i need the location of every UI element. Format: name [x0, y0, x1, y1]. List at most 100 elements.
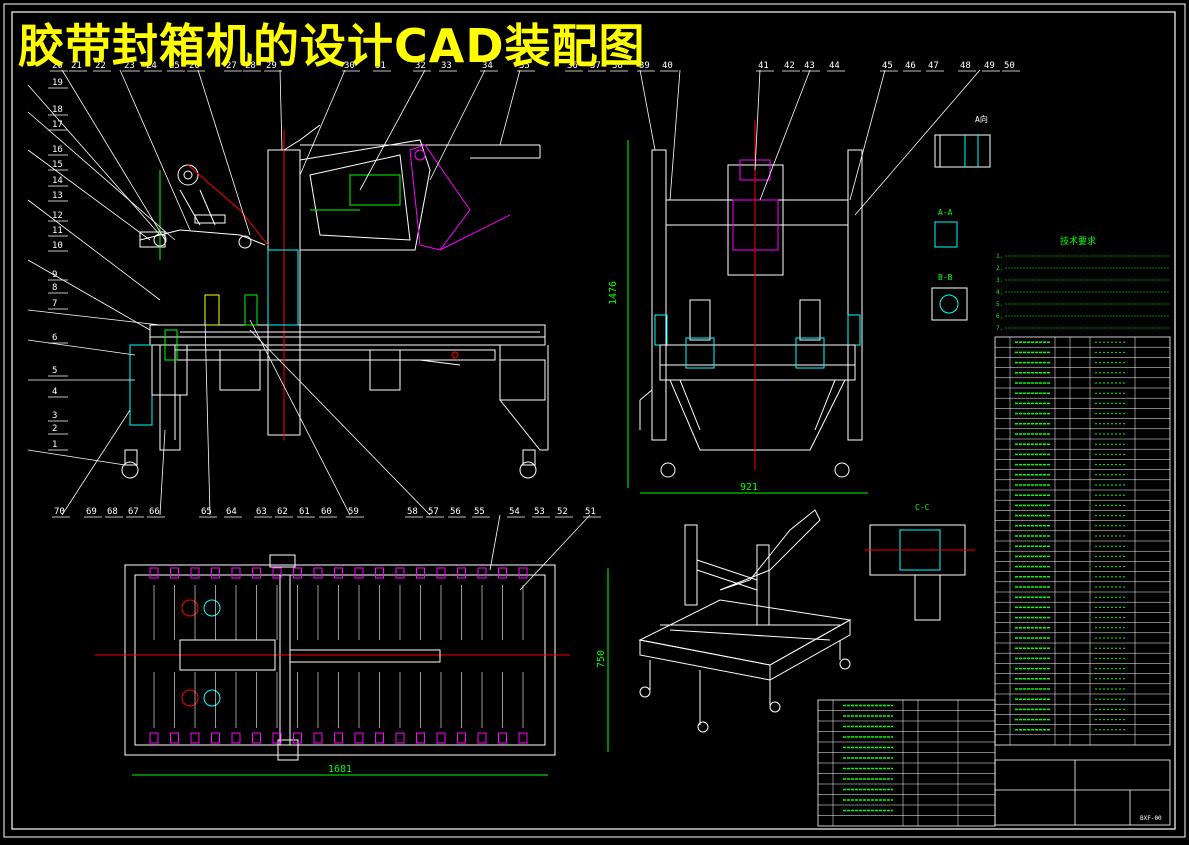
part-balloon-top: 39 [639, 61, 650, 71]
part-balloon-bottom: 61 [299, 507, 310, 517]
part-balloon-left: 1 [52, 440, 57, 450]
view-label-bb: B-B [938, 273, 953, 282]
title-block [994, 759, 1171, 826]
part-balloon-top: 47 [928, 61, 939, 71]
part-balloon-bottom: 59 [348, 507, 359, 517]
part-balloon-top: 43 [804, 61, 815, 71]
part-balloon-left: 8 [52, 283, 57, 293]
part-balloon-top: 25 [169, 61, 180, 71]
drawing-number: BXF-00 [1140, 815, 1162, 822]
bom-table [994, 336, 1171, 746]
part-balloon-left: 13 [52, 191, 63, 201]
part-balloon-bottom: 53 [534, 507, 545, 517]
plan-view-rollers [149, 567, 528, 744]
part-number-labels-top: 20 21 22 23 24 25 26 27 28 29 30 31 32 33 34 35 36 37 38 39… [50, 61, 1020, 72]
part-balloon-top: 28 [245, 61, 256, 71]
front-elevation-view [121, 124, 549, 479]
part-balloon-bottom: 68 [107, 507, 118, 517]
leader-lines [27, 69, 981, 591]
part-balloon-bottom: 67 [128, 507, 139, 517]
part-balloon-top: 34 [482, 61, 493, 71]
part-balloon-bottom: 52 [557, 507, 568, 517]
part-balloon-top: 36 [567, 61, 578, 71]
part-balloon-top: 50 [1004, 61, 1015, 71]
dimension-side-height: 1476 [608, 281, 619, 305]
part-balloon-top: 22 [95, 61, 106, 71]
view-label-cc: C-C [915, 503, 930, 512]
part-balloon-bottom: 64 [226, 507, 237, 517]
part-balloon-top: 26 [189, 61, 200, 71]
tech-line-number: 5. [996, 301, 1003, 308]
bom-table-lower [817, 699, 996, 827]
part-balloon-top: 45 [882, 61, 893, 71]
part-balloon-left: 6 [52, 333, 57, 343]
part-balloon-top: 42 [784, 61, 795, 71]
part-balloon-top: 29 [266, 61, 277, 71]
tech-requirements-lines: 1. 2. 3. 4. 5. 6. 7. [996, 253, 1170, 332]
part-balloon-top: 35 [519, 61, 530, 71]
part-balloon-top: 32 [415, 61, 426, 71]
outer-frame [3, 3, 1186, 838]
part-balloon-bottom: 66 [149, 507, 160, 517]
plan-view [95, 554, 609, 776]
part-balloon-left: 4 [52, 387, 57, 397]
part-balloon-top: 33 [441, 61, 452, 71]
part-balloon-bottom: 60 [321, 507, 332, 517]
part-balloon-left: 10 [52, 241, 63, 251]
part-balloon-left: 12 [52, 211, 63, 221]
tech-line-number: 6. [996, 313, 1003, 320]
part-balloon-left: 2 [52, 424, 57, 434]
part-balloon-bottom: 57 [428, 507, 439, 517]
part-balloon-top: 30 [344, 61, 355, 71]
part-balloon-top: 40 [662, 61, 673, 71]
part-balloon-top: 24 [146, 61, 157, 71]
part-balloon-top: 44 [829, 61, 840, 71]
section-views [865, 134, 991, 621]
part-balloon-left: 7 [52, 299, 57, 309]
tech-requirements-title: 技术要求 [1060, 235, 1096, 247]
dimension-plan-width: 1681 [328, 764, 352, 775]
part-balloon-top: 31 [375, 61, 386, 71]
part-balloon-top: 21 [71, 61, 82, 71]
tech-line-number: 1. [996, 253, 1003, 260]
part-balloon-top: 49 [984, 61, 995, 71]
part-balloon-bottom: 69 [86, 507, 97, 517]
part-balloon-top: 48 [960, 61, 971, 71]
part-balloon-left: 5 [52, 366, 57, 376]
part-balloon-top: 38 [612, 61, 623, 71]
part-balloon-left: 9 [52, 270, 57, 280]
dimension-plan-height: 750 [596, 650, 607, 668]
tech-line-number: 4. [996, 289, 1003, 296]
part-balloon-bottom: 54 [509, 507, 520, 517]
tech-line-number: 7. [996, 325, 1003, 332]
part-balloon-bottom: 70 [54, 507, 65, 517]
part-balloon-bottom: 58 [407, 507, 418, 517]
part-balloon-top: 41 [758, 61, 769, 71]
part-balloon-bottom: 63 [256, 507, 267, 517]
dimension-side-width: 921 [740, 482, 758, 493]
part-balloon-bottom: 62 [277, 507, 288, 517]
isometric-view [638, 509, 852, 733]
part-balloon-bottom: 56 [450, 507, 461, 517]
part-balloon-top: 37 [590, 61, 601, 71]
part-balloon-top: 46 [905, 61, 916, 71]
part-balloon-top: 20 [52, 61, 63, 71]
tech-line-number: 3. [996, 277, 1003, 284]
part-balloon-bottom: 51 [585, 507, 596, 517]
part-balloon-top: 23 [124, 61, 135, 71]
part-balloon-left: 17 [52, 120, 63, 130]
part-balloon-left: 19 [52, 78, 63, 88]
part-balloon-left: 16 [52, 145, 63, 155]
view-label-aa: A-A [938, 208, 953, 217]
part-balloon-bottom: 55 [474, 507, 485, 517]
tech-line-number: 2. [996, 265, 1003, 272]
part-balloon-left: 11 [52, 226, 63, 236]
side-view [627, 120, 868, 494]
drawing-title: 胶带封箱机的设计CAD装配图 [18, 19, 646, 73]
part-balloon-left: 14 [52, 176, 63, 186]
part-balloon-top: 27 [226, 61, 237, 71]
